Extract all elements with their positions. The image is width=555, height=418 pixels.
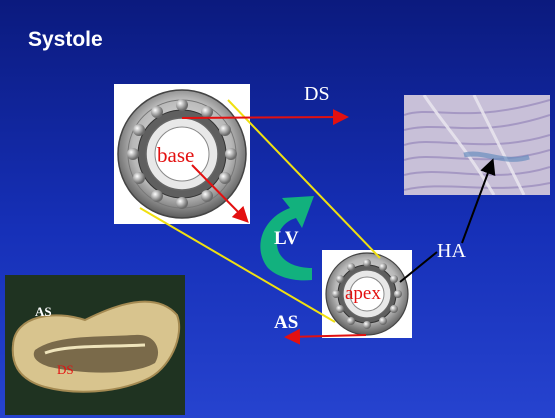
yellow-connector-bottom: [139, 207, 336, 323]
heart-specimen-photo: [5, 275, 185, 415]
base-label: base: [157, 143, 195, 167]
curved-arrow-icon: [260, 196, 314, 281]
slide-title: Systole: [28, 28, 103, 51]
histology-image: [404, 95, 550, 195]
ball-bearing-icon: [325, 252, 409, 336]
ds-arrow: [181, 109, 349, 126]
ha-label: HA: [437, 240, 466, 262]
lv-label: LV: [274, 228, 299, 249]
apex-label: apex: [345, 283, 381, 304]
as-arrow: [284, 328, 367, 345]
ha-line-down: [399, 251, 438, 283]
apex-bearing-image: [322, 250, 412, 338]
photo-ds-label: DS: [57, 362, 74, 377]
photo-as-label: AS: [35, 304, 52, 319]
ds-top-label: DS: [304, 83, 330, 105]
as-main-label: AS: [274, 312, 299, 333]
base-arrow: [191, 164, 249, 223]
yellow-connector-top: [227, 99, 381, 259]
ha-arrow-up: [461, 158, 496, 244]
